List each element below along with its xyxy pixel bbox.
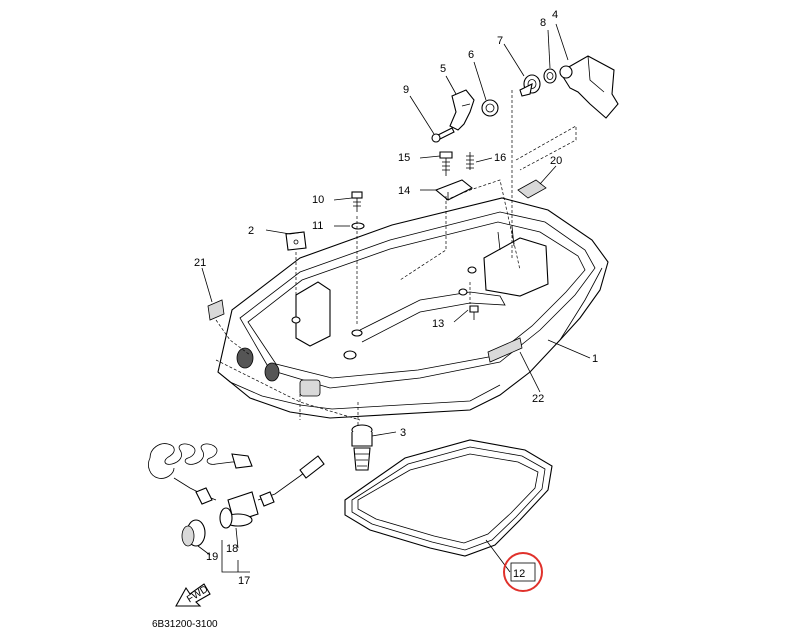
- callout-1: 1: [592, 353, 598, 365]
- callout-21: 21: [194, 257, 206, 269]
- rubber-seal-gasket[interactable]: [344, 439, 553, 557]
- leader-lines: [197, 23, 591, 573]
- callout-22: 22: [532, 393, 544, 405]
- fwd-arrow-icon: FWD: [175, 583, 211, 607]
- grommet[interactable]: [351, 424, 373, 471]
- callout-18: 18: [226, 543, 238, 555]
- bottom-cowling[interactable]: [217, 197, 609, 419]
- callouts: 1 2 3 4 5 6 7 8 9 10 11 13 14 15 16 17 1…: [194, 9, 598, 587]
- callout-5: 5: [440, 63, 446, 75]
- callout-11: 11: [312, 220, 323, 232]
- callout-15: 15: [398, 152, 410, 164]
- callout-8: 8: [540, 17, 546, 29]
- highlighted-callout-12[interactable]: 12: [503, 552, 543, 592]
- callout-14: 14: [398, 185, 410, 197]
- callout-3: 3: [400, 427, 406, 439]
- callout-17: 17: [238, 575, 250, 587]
- upper-hardware[interactable]: [431, 55, 619, 143]
- callout-12: 12: [513, 568, 525, 580]
- callout-9: 9: [403, 84, 409, 96]
- callout-7: 7: [497, 35, 503, 47]
- callout-19: 19: [206, 551, 218, 563]
- callout-6: 6: [468, 49, 474, 61]
- callout-13: 13: [432, 318, 444, 330]
- part-code: 6B31200-3100: [152, 619, 218, 630]
- assembly-lines: [215, 90, 577, 426]
- callout-16: 16: [494, 152, 506, 164]
- cable-holder-hardware[interactable]: [434, 151, 474, 201]
- callout-4: 4: [552, 9, 558, 21]
- callout-10: 10: [312, 194, 324, 206]
- small-fasteners[interactable]: [207, 179, 547, 321]
- callout-2: 2: [248, 225, 254, 237]
- stop-switch-assembly[interactable]: [148, 443, 325, 547]
- callout-20: 20: [550, 155, 562, 167]
